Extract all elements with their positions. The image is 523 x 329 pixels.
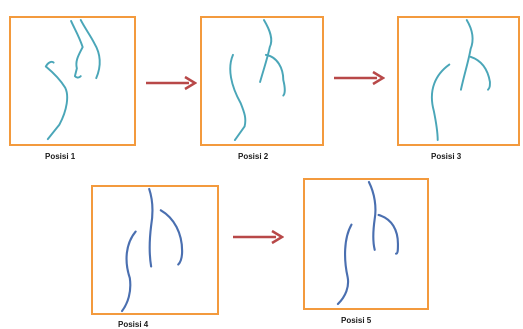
- position-1-panel: [9, 16, 136, 146]
- position-1-left-hook: [44, 60, 55, 68]
- position-5-panel: [303, 178, 429, 310]
- position-5-right-curve: [377, 213, 400, 255]
- arrow-1-icon: [146, 75, 197, 91]
- position-4-right-curve: [159, 209, 184, 266]
- position-3-panel: [397, 16, 520, 146]
- position-5-left-curve: [336, 223, 353, 306]
- position-4-middle-stroke: [148, 187, 154, 268]
- position-5-drawing: [336, 180, 400, 306]
- position-1-middle-stroke: [70, 19, 84, 79]
- position-1-drawing: [44, 19, 101, 141]
- position-1-right-curve: [79, 19, 101, 80]
- position-3-left-curve: [430, 63, 451, 141]
- arrow-2-icon: [334, 70, 385, 86]
- position-3-drawing: [430, 19, 491, 141]
- caption-position-3: Posisi 3: [431, 152, 462, 161]
- caption-position-5: Posisi 5: [341, 316, 372, 325]
- position-3-right-curve: [469, 55, 491, 91]
- caption-position-2: Posisi 2: [238, 152, 269, 161]
- position-4-drawing: [120, 187, 184, 313]
- caption-position-1: Posisi 1: [45, 152, 76, 161]
- position-2-left-curve: [229, 53, 247, 141]
- position-2-right-curve: [264, 53, 286, 97]
- position-2-panel: [200, 16, 324, 146]
- position-1-lower-curve: [44, 65, 69, 141]
- arrow-3-icon: [233, 229, 284, 245]
- position-4-left-curve: [120, 230, 137, 313]
- position-4-panel: [91, 185, 219, 315]
- position-2-middle-stroke: [259, 19, 273, 83]
- position-2-drawing: [229, 19, 286, 141]
- position-5-middle-stroke: [367, 180, 377, 251]
- caption-position-4: Posisi 4: [118, 320, 149, 329]
- position-3-middle-stroke: [459, 19, 474, 91]
